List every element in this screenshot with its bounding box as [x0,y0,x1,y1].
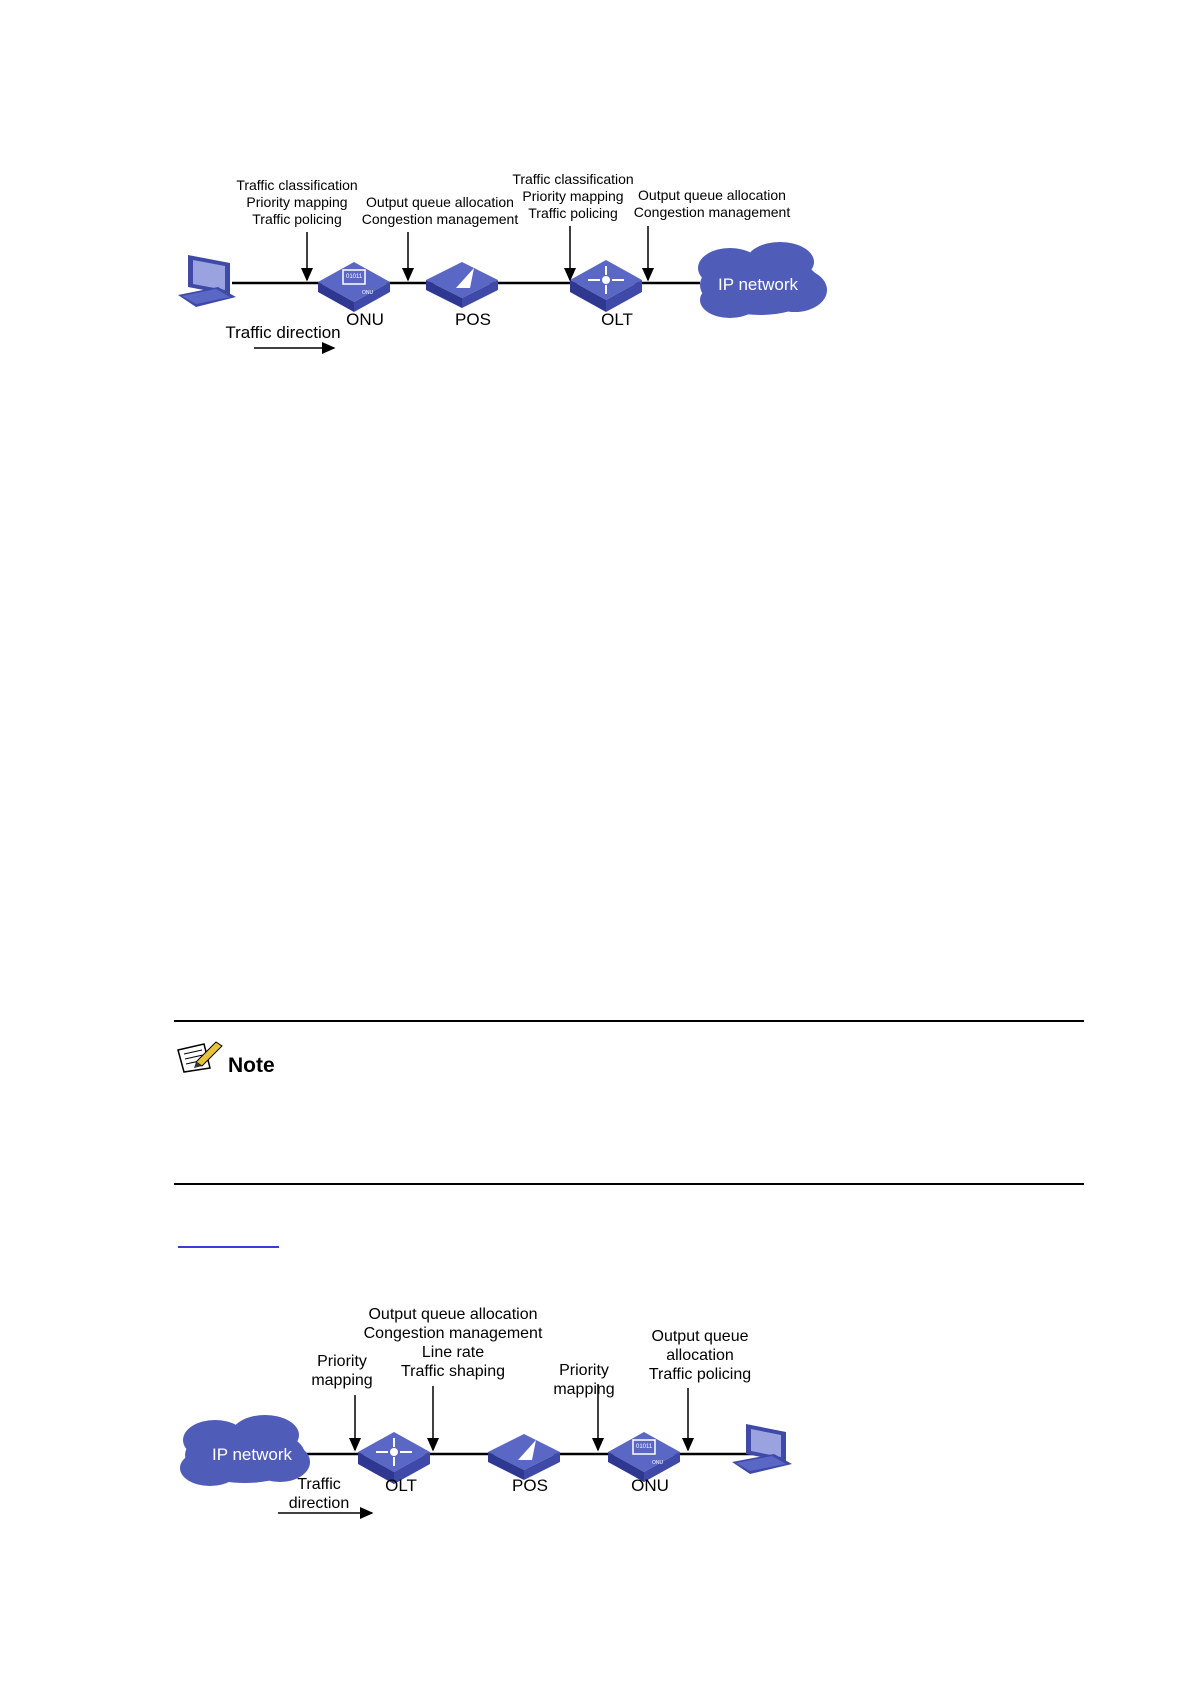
ip-network-cloud [180,1415,310,1486]
onu-ingress-label-2: mapping [553,1381,614,1398]
svg-text:ONU: ONU [652,1460,664,1466]
traffic-direction-label-2: direction [289,1495,349,1512]
pos-splitter-icon [426,262,498,308]
pos-label: POS [512,1476,548,1495]
note-title: Note [228,1054,275,1077]
olt-ingress-label-1: Priority [317,1353,367,1370]
svg-text:01011: 01011 [346,274,363,280]
onu-egress-label-2: Congestion management [362,211,519,227]
onu-ingress-label-1: Traffic classification [236,177,357,193]
olt-egress-label-1: Output queue allocation [638,187,786,203]
downstream-diagram: IP network 01011 ONU Priority mapping Ou… [180,1306,792,1519]
olt-egress-label-3: Line rate [422,1344,484,1361]
olt-ingress-label-1: Traffic classification [512,171,633,187]
svg-text:01011: 01011 [636,1444,653,1450]
onu-egress-label-1: Output queue allocation [366,194,514,210]
upstream-diagram: 01011 ONU IP network Traffic classificat… [178,171,827,354]
pc-icon [178,255,236,307]
olt-egress-label-2: Congestion management [364,1325,543,1342]
olt-device-icon [570,260,642,312]
olt-egress-label-4: Traffic shaping [401,1363,505,1380]
onu-device-icon: 01011 ONU [318,262,390,312]
svg-text:ONU: ONU [362,290,374,296]
olt-egress-label-2: Congestion management [634,204,791,220]
onu-label: ONU [631,1476,669,1495]
onu-ingress-label-3: Traffic policing [252,211,341,227]
cloud-label: IP network [718,275,799,294]
pos-splitter-icon [488,1434,560,1480]
olt-label: OLT [601,310,633,329]
onu-ingress-label-2: Priority mapping [246,194,347,210]
cloud-label: IP network [212,1445,293,1464]
pc-icon [732,1424,792,1474]
olt-ingress-label-3: Traffic policing [528,205,617,221]
onu-egress-label-1: Output queue [652,1328,749,1345]
onu-egress-label-3: Traffic policing [649,1366,751,1383]
onu-label: ONU [346,310,384,329]
traffic-direction-label-1: Traffic [297,1476,341,1493]
onu-ingress-label-1: Priority [559,1362,609,1379]
traffic-direction-label: Traffic direction [225,323,340,342]
pos-label: POS [455,310,491,329]
olt-device-icon [358,1432,430,1484]
note-bottom-rule [174,1183,1084,1185]
olt-label: OLT [385,1476,417,1495]
olt-egress-label-1: Output queue allocation [368,1306,537,1323]
onu-egress-label-2: allocation [666,1347,734,1364]
onu-device-icon: 01011 ONU [608,1432,680,1482]
note-top-rule [174,1020,1084,1022]
note-pencil-icon [177,1041,223,1073]
olt-ingress-label-2: Priority mapping [522,188,623,204]
figure-link-underline[interactable] [178,1246,279,1248]
olt-ingress-label-2: mapping [311,1372,372,1389]
ip-network-cloud [698,242,827,318]
